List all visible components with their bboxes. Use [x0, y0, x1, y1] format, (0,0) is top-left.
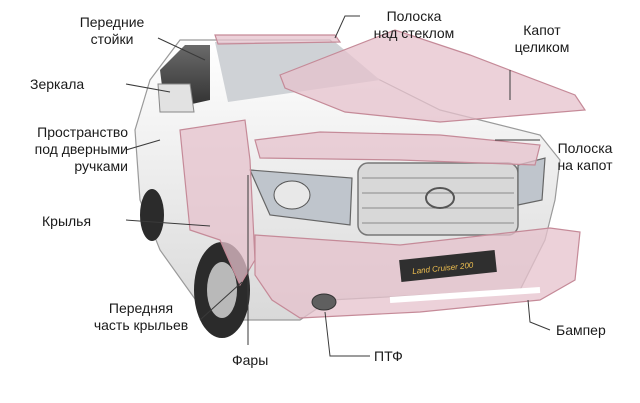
fog-light [311, 293, 337, 311]
leader-door-handles [125, 139, 161, 151]
label-door-handle-space: Пространство под дверными ручками [34, 124, 128, 174]
rear-wheel [140, 189, 164, 241]
label-front-fenders: Передняя часть крыльев [93, 300, 189, 333]
label-windshield-strip: Полоска над стеклом [373, 8, 455, 41]
label-bumper: Бампер [556, 322, 606, 338]
label-fenders: Крылья [42, 213, 92, 229]
label-hood-strip: Полоска на капот [557, 140, 613, 173]
label-hood-full: Капот целиком [514, 22, 570, 55]
leader-mirrors [125, 83, 171, 93]
leader-front-fenders [199, 281, 243, 321]
label-fog-lights: ПТФ [374, 348, 403, 364]
grille [357, 162, 519, 236]
label-mirrors: Зеркала [30, 76, 85, 92]
license-plate [399, 250, 497, 282]
leader-bumper [527, 299, 551, 331]
leader-fog-lights [324, 311, 370, 357]
film-windshield-strip [214, 34, 342, 45]
leader-fenders [125, 219, 211, 227]
film-hood-strip [254, 131, 541, 166]
label-front-pillars: Передние стойки [79, 14, 145, 47]
label-headlights: Фары [232, 352, 269, 368]
leader-front-pillars [157, 37, 206, 61]
toyota-emblem [425, 187, 455, 209]
leader-windshield-strip [334, 15, 360, 39]
side-mirror [157, 83, 195, 113]
film-hood [279, 29, 587, 123]
